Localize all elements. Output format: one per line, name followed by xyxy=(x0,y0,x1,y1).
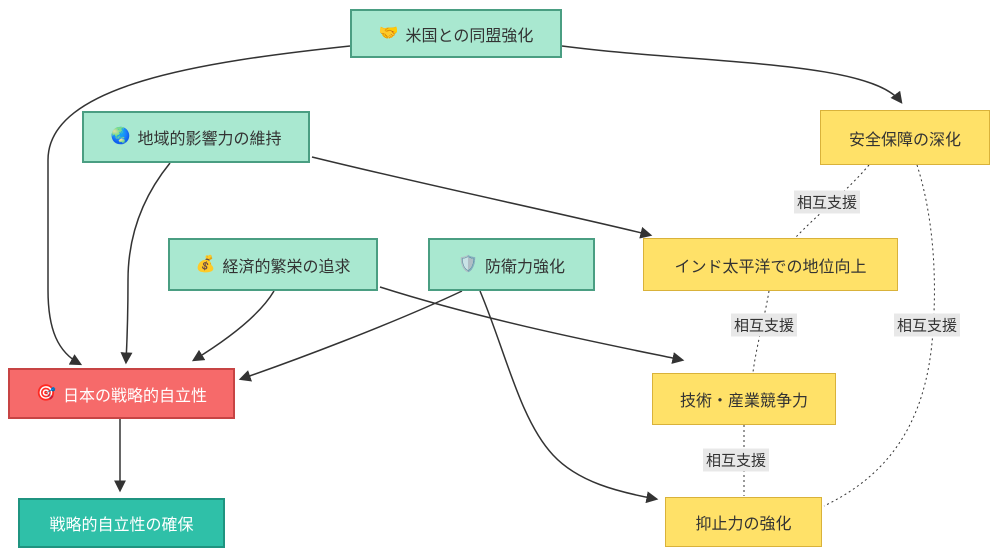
edge-economy-tech xyxy=(379,286,685,364)
node-label: 地域的影響力の維持 xyxy=(137,131,282,148)
shield-icon: 🛡️ xyxy=(458,255,478,273)
node-japan-strategic-autonomy: 🎯 日本の戦略的自立性 xyxy=(8,368,235,419)
edge-alliance-security xyxy=(561,45,903,104)
edge-regional-indopacific xyxy=(311,156,653,239)
node-label: 経済的繁栄の追求 xyxy=(222,258,351,276)
node-label: 安全保障の深化 xyxy=(848,131,961,149)
node-label: 防衛力強化 xyxy=(484,258,565,276)
node-label: 米国との同盟強化 xyxy=(405,27,534,45)
node-label: 抑止力の強化 xyxy=(695,516,792,533)
edge-label-mutual-support: 相互支援 xyxy=(730,313,798,337)
node-label: 技術・産業競争力 xyxy=(679,393,808,410)
node-tech-industry: 技術・産業競争力 xyxy=(652,373,836,425)
globe-icon: 🌏 xyxy=(110,128,131,145)
node-alliance-usa: 🤝 米国との同盟強化 xyxy=(350,9,562,58)
node-deterrence: 抑止力の強化 xyxy=(665,497,822,547)
edge-regional-autonomy xyxy=(120,162,171,365)
node-indo-pacific-status: インド太平洋での地位向上 xyxy=(643,238,898,291)
money-bag-icon: 💰 xyxy=(195,255,216,273)
target-icon: 🎯 xyxy=(36,384,56,402)
node-label: インド太平洋での地位向上 xyxy=(674,258,867,276)
node-regional-influence: 🌏 地域的影響力の維持 xyxy=(82,111,310,163)
node-secure-strategic-autonomy: 戦略的自立性の確保 xyxy=(18,498,225,548)
edge-alliance-autonomy xyxy=(47,45,351,366)
edge-label-mutual-support: 相互支援 xyxy=(702,448,770,472)
edge-label-mutual-support: 相互支援 xyxy=(893,313,961,337)
node-security-deepening: 安全保障の深化 xyxy=(820,110,990,165)
edge-defense-autonomy xyxy=(238,290,463,382)
node-label: 日本の戦略的自立性 xyxy=(62,387,207,405)
handshake-icon: 🤝 xyxy=(378,24,399,42)
node-label: 戦略的自立性の確保 xyxy=(49,517,194,534)
edge-defense-deterrence xyxy=(479,290,659,504)
node-defense-strength: 🛡️ 防衛力強化 xyxy=(428,238,595,291)
edge-security-deterrence xyxy=(823,164,935,507)
edge-label-mutual-support: 相互支援 xyxy=(793,190,861,214)
edge-economy-autonomy xyxy=(191,290,275,362)
node-economic-prosperity: 💰 経済的繁栄の追求 xyxy=(168,238,378,291)
